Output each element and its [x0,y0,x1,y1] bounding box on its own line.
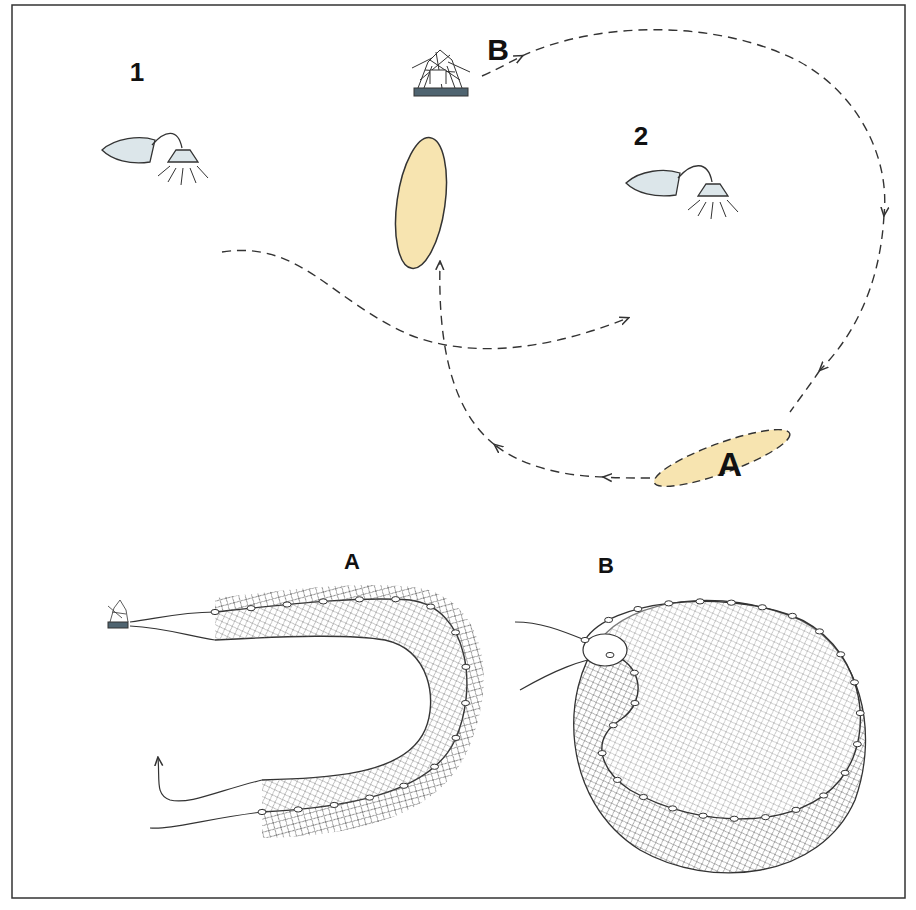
float [211,609,219,614]
callout-number: 2 [634,123,648,149]
float [634,606,642,611]
float [258,809,266,814]
float [856,710,864,715]
float [837,652,845,657]
float [853,742,861,747]
light-boat [626,166,738,219]
float [355,597,363,602]
purse-seine-net [108,585,484,838]
float [820,793,828,798]
course-line [222,30,885,478]
float [294,807,302,812]
float [606,652,614,657]
float [851,680,859,685]
seine-boat [412,50,470,96]
float [330,802,338,807]
float [400,783,408,788]
float [762,815,770,820]
float [581,637,589,642]
float [427,604,435,609]
pursed-net [515,600,866,872]
float [696,599,704,604]
figure-label: A [344,551,360,573]
callout-number: 1 [130,59,144,85]
float [613,777,621,782]
float [758,605,766,610]
float [247,606,255,611]
float-row [211,597,864,822]
float [431,764,439,769]
float [631,700,639,705]
float [598,751,606,756]
float [639,794,647,799]
float [727,600,735,605]
area-label: A [718,447,743,481]
float [605,617,613,622]
float [452,630,460,635]
net-set-area [388,134,454,271]
float [462,664,470,669]
net-set-area: A [644,423,800,493]
light-boat [102,133,208,185]
frame [12,5,905,898]
float [816,629,824,634]
float [788,613,796,618]
figure-label: B [598,555,614,577]
float [319,599,327,604]
float [665,601,673,606]
float [452,735,460,740]
float [699,813,707,818]
float [792,807,800,812]
float [366,795,374,800]
float [730,816,738,821]
float [462,700,470,705]
float [630,670,638,675]
float [669,806,677,811]
float [609,723,617,728]
boat-label: B [487,35,509,65]
float [392,597,400,602]
float [283,602,291,607]
float [841,770,849,775]
